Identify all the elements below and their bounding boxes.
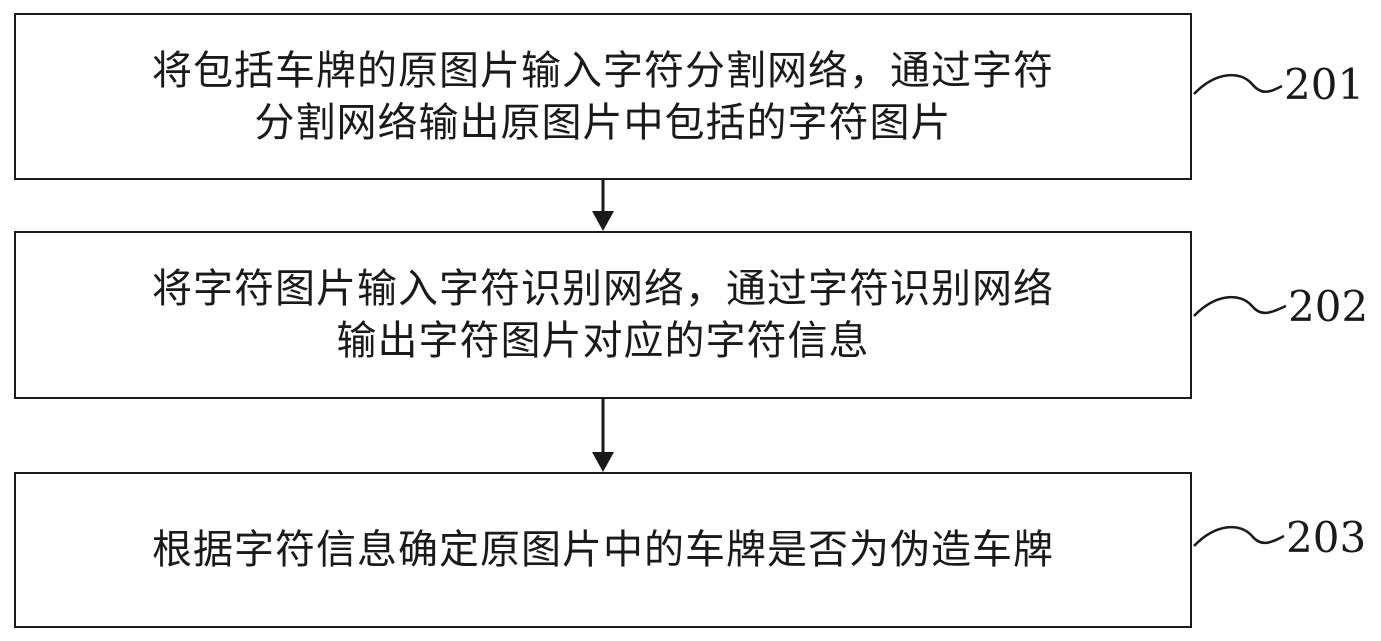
step-box-202: 将字符图片输入字符识别网络，通过字符识别网络 输出字符图片对应的字符信息 [14, 231, 1192, 399]
step-text-202: 将字符图片输入字符识别网络，通过字符识别网络 输出字符图片对应的字符信息 [152, 266, 1054, 364]
step-number-202: 202 [1288, 282, 1369, 331]
step-box-201: 将包括车牌的原图片输入字符分割网络，通过字符 分割网络输出原图片中包括的字符图片 [14, 13, 1192, 180]
step-text-203: 根据字符信息确定原图片中的车牌是否为伪造车牌 [152, 527, 1054, 573]
step-number-201: 201 [1284, 60, 1365, 109]
leader-line-201 [1193, 73, 1283, 95]
leader-line-202 [1193, 295, 1287, 317]
step-box-203: 根据字符信息确定原图片中的车牌是否为伪造车牌 [14, 472, 1192, 628]
step-text-201: 将包括车牌的原图片输入字符分割网络，通过字符 分割网络输出原图片中包括的字符图片 [152, 47, 1054, 146]
arrow-201-to-202 [592, 180, 614, 231]
arrow-202-to-203 [592, 399, 614, 472]
step-number-203: 203 [1286, 513, 1367, 562]
leader-line-203 [1193, 525, 1285, 547]
